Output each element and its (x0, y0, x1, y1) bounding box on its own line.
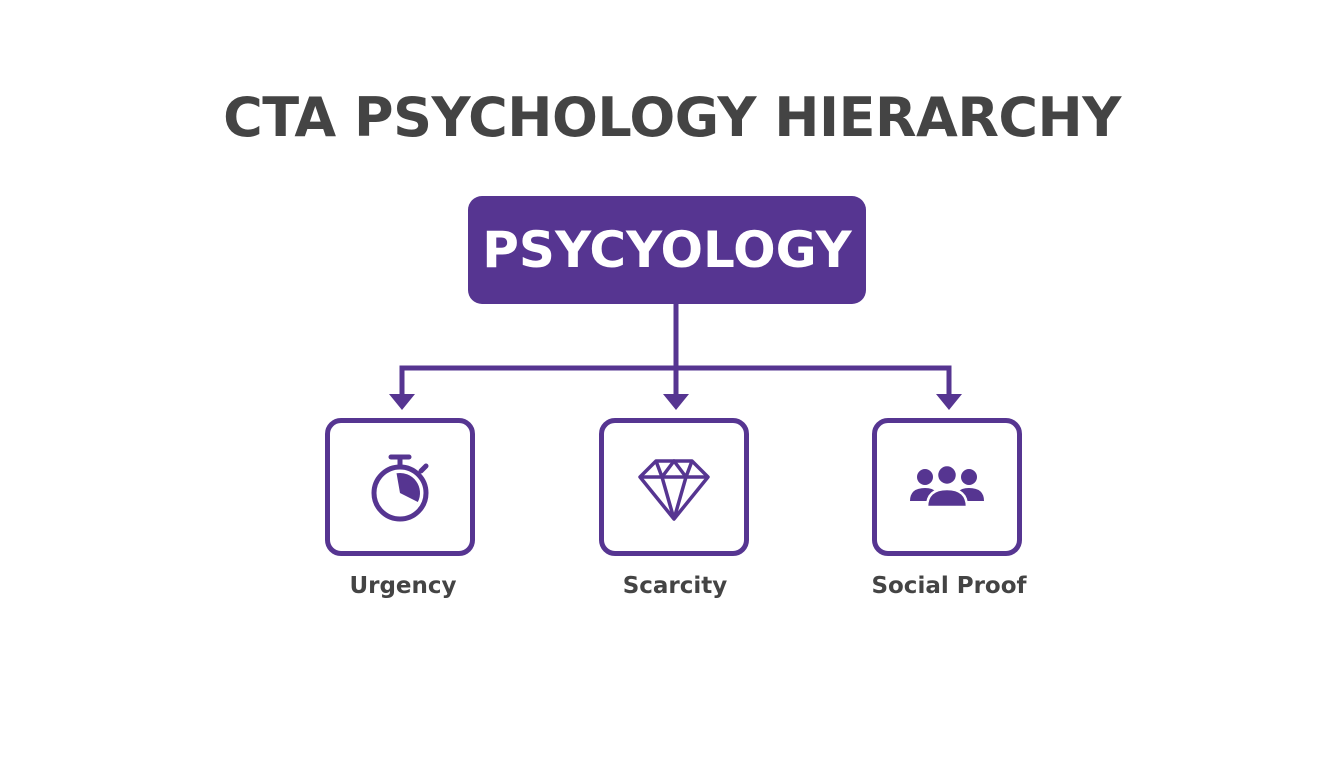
arrowhead-social-proof (936, 394, 962, 410)
label-scarcity: Scarcity (622, 573, 728, 599)
root-label: PSYCYOLOGY (482, 221, 852, 279)
diamond-icon (638, 459, 710, 521)
label-social-proof: Social Proof (871, 573, 1027, 599)
node-social-proof (872, 418, 1022, 556)
arrowhead-scarcity (663, 394, 689, 410)
group-icon (910, 463, 984, 509)
label-urgency: Urgency (349, 573, 457, 599)
node-urgency (325, 418, 475, 556)
stopwatch-icon (371, 454, 429, 522)
root-node: PSYCYOLOGY (468, 196, 866, 304)
arrowhead-urgency (389, 394, 415, 410)
page-title: CTA PSYCHOLOGY HIERARCHY (223, 86, 1121, 149)
node-scarcity (599, 418, 749, 556)
